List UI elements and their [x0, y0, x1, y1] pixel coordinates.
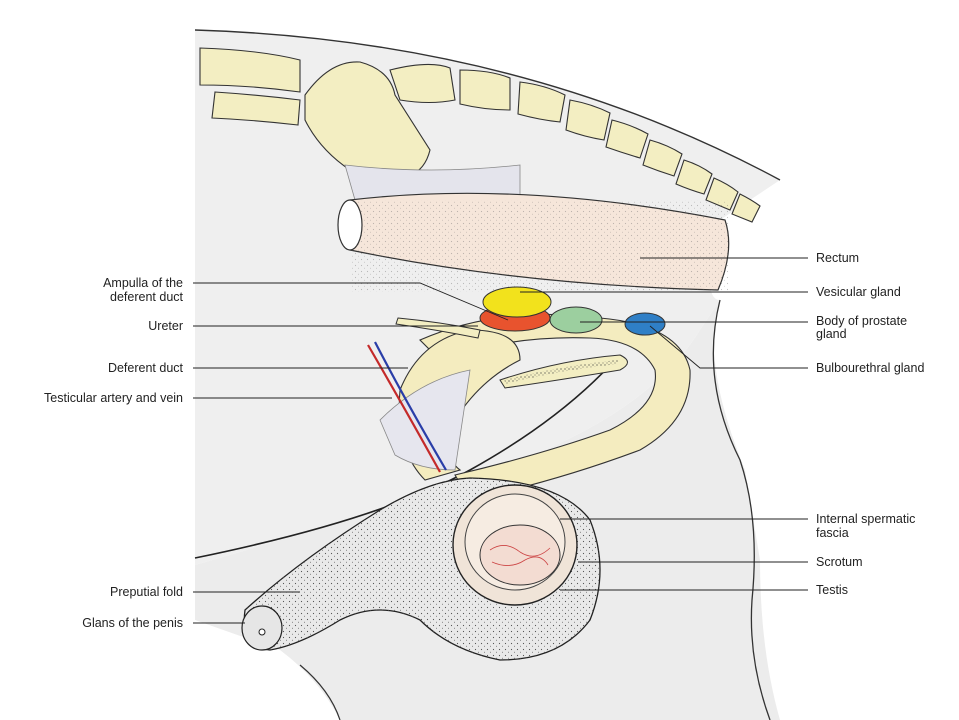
- label-deferent-duct: Deferent duct: [107, 361, 183, 375]
- label-prostate-line2: gland: [816, 327, 847, 341]
- ischial-texture: [504, 360, 619, 384]
- bulbourethral-shape: [624, 312, 666, 336]
- label-ureter: Ureter: [148, 319, 183, 333]
- leader-lines: [193, 257, 808, 624]
- testis-texture: [489, 545, 551, 557]
- label-testicular-vessels: Testicular artery and vein: [44, 391, 183, 405]
- label-vesicular-gland: Vesicular gland: [816, 285, 901, 299]
- spermatic-cord: [379, 369, 471, 471]
- vertebral-column: [199, 47, 761, 223]
- label-testis: Testis: [816, 583, 848, 597]
- body-contour: [194, 29, 781, 181]
- label-rectum: Rectum: [816, 251, 860, 265]
- label-ampulla-line2: deferent duct: [110, 290, 183, 304]
- ureter-shape: [395, 317, 481, 339]
- label-prostate-line1: Body of prostate: [816, 314, 908, 328]
- label-bulbourethral-gland: Bulbourethral gland: [816, 361, 925, 375]
- rectum-texture: [350, 200, 730, 292]
- testis-shape: [479, 524, 561, 586]
- label-internal-spermatic-line2: fascia: [816, 526, 849, 540]
- testicular-artery: [367, 344, 441, 473]
- vesicular-gland-shape: [482, 286, 552, 318]
- glans-shape: [241, 605, 283, 651]
- lower-body-line: [299, 664, 341, 720]
- label-scrotum: Scrotum: [816, 555, 863, 569]
- label-preputial-fold: Preputial fold: [110, 585, 183, 599]
- urethral-opening: [258, 628, 266, 636]
- rectum-cut-end: [337, 199, 363, 251]
- label-internal-spermatic-line1: Internal spermatic: [816, 512, 916, 526]
- prostate-shape: [549, 306, 603, 334]
- label-glans: Glans of the penis: [82, 616, 183, 630]
- label-ampulla-line1: Ampulla of the: [103, 276, 183, 290]
- testicular-vein: [374, 341, 447, 471]
